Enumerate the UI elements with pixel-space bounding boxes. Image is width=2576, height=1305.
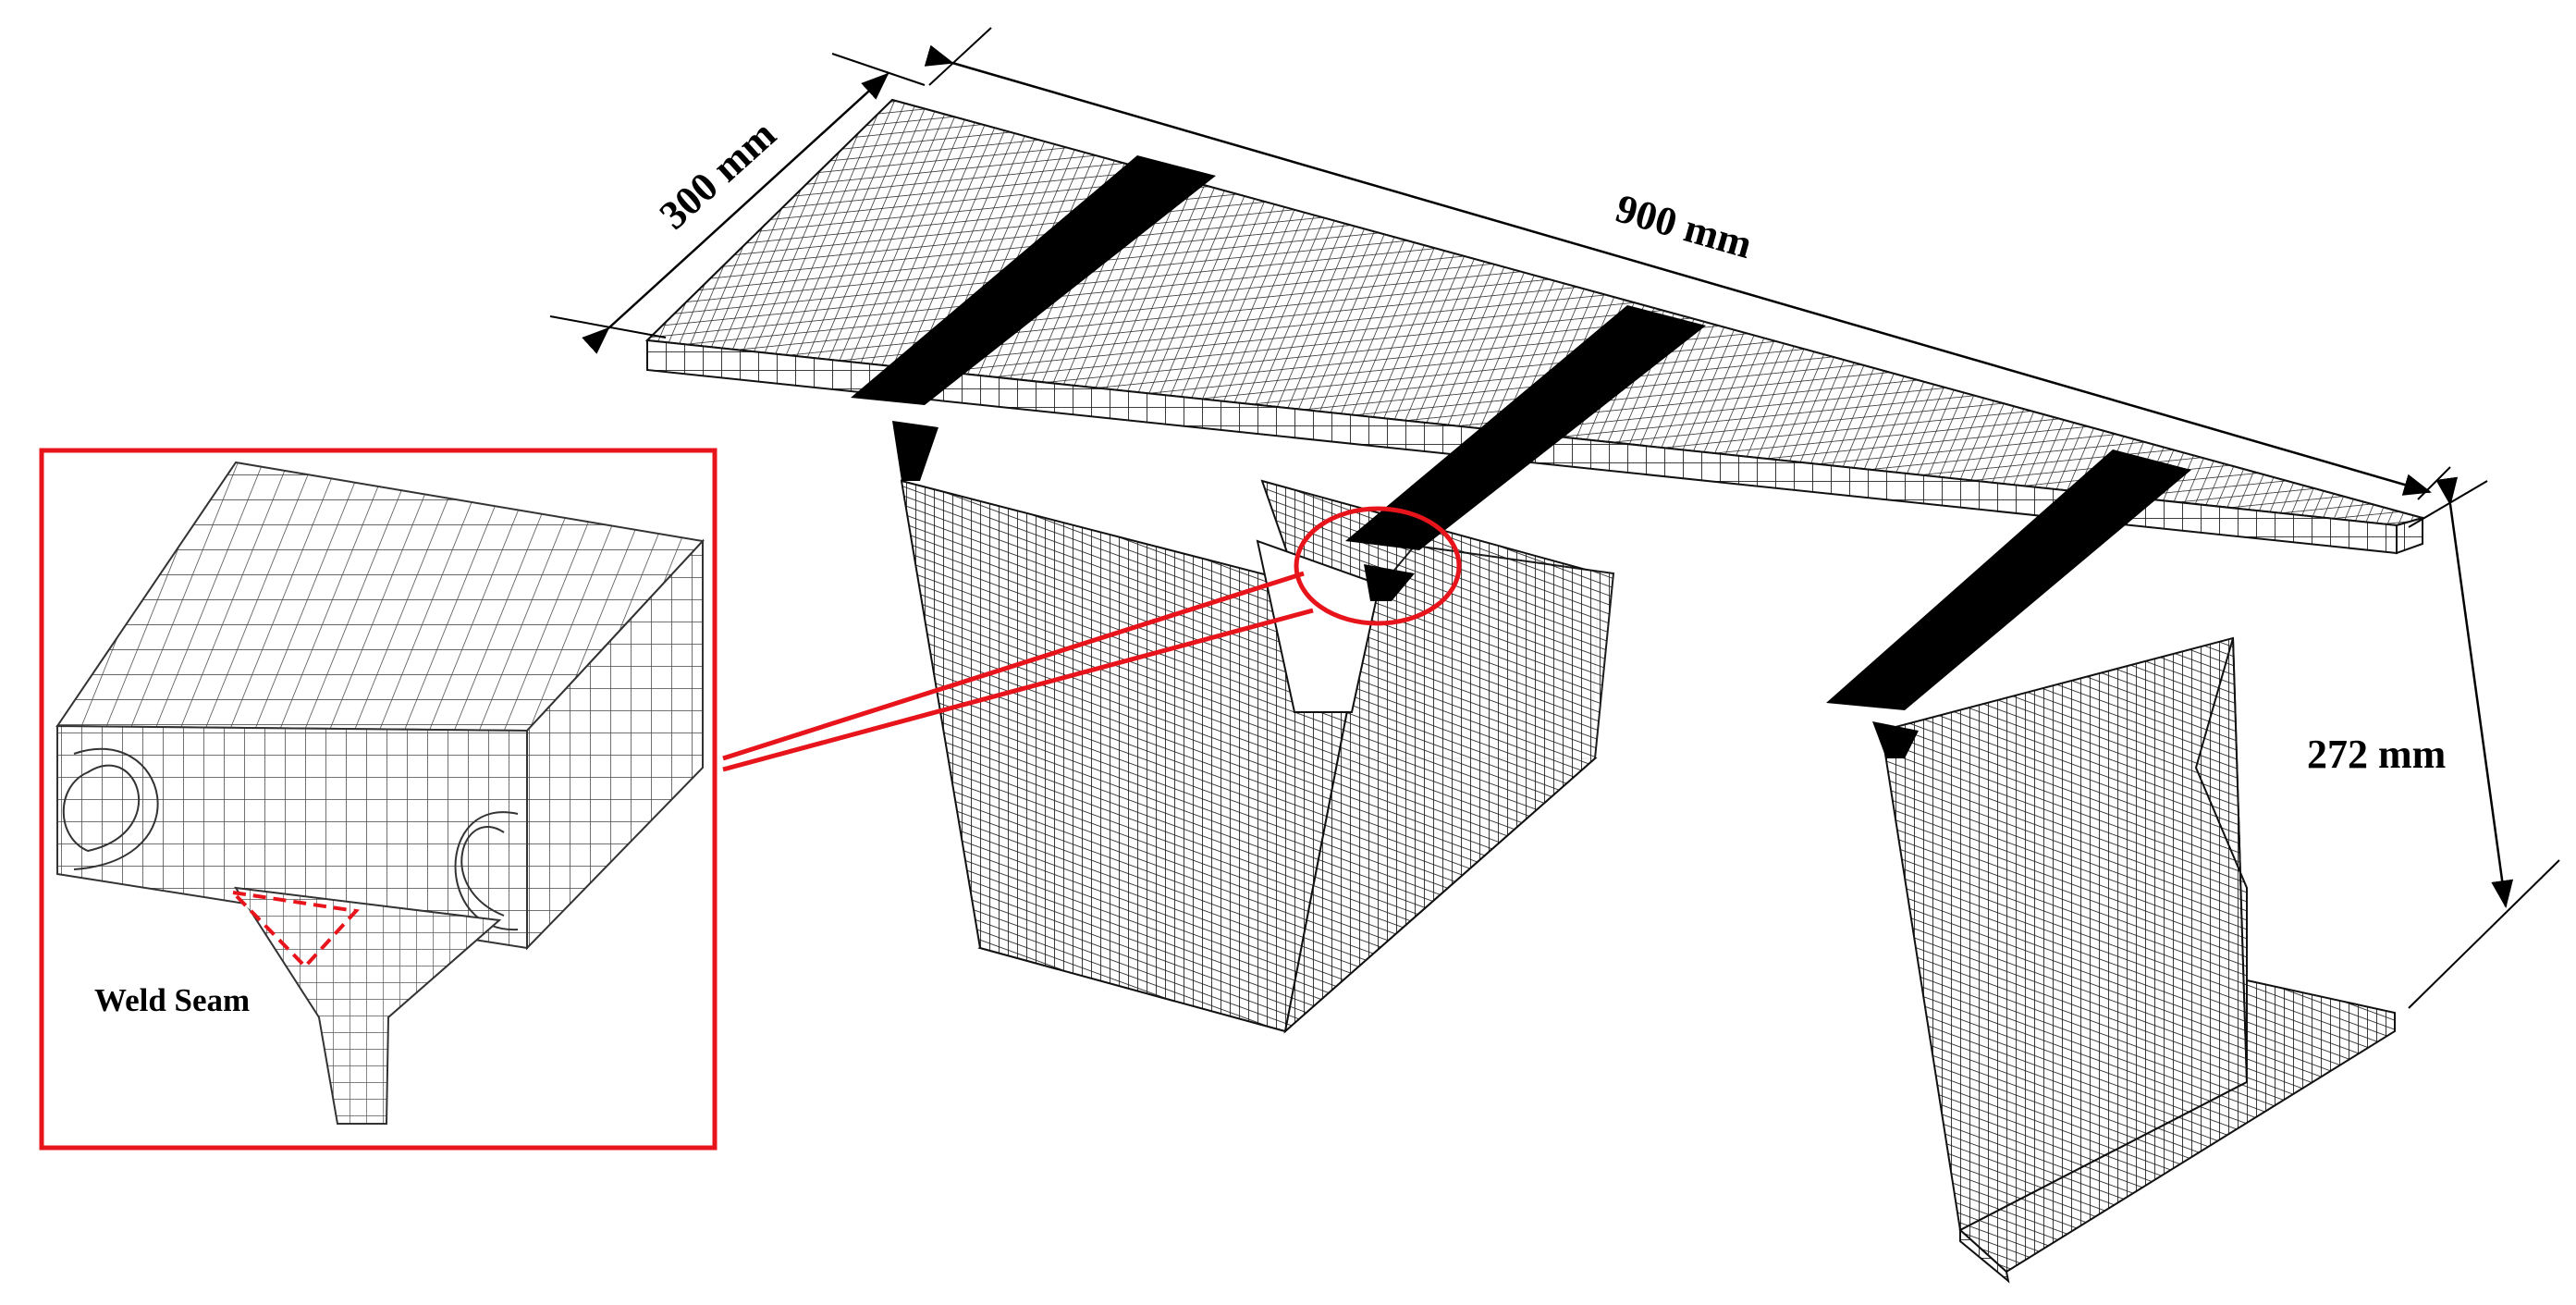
top-plate-end-edge bbox=[2396, 516, 2423, 555]
dim-width-label: 300 mm bbox=[651, 111, 784, 238]
dim-height-label: 272 mm bbox=[2307, 732, 2446, 777]
weld-seam-fillet bbox=[227, 890, 361, 969]
weld-root-2 bbox=[1364, 564, 1415, 601]
dim-length-ext-2 bbox=[2417, 466, 2451, 500]
weld-root-3 bbox=[1872, 721, 1919, 758]
dim-width-ext-2 bbox=[831, 53, 926, 86]
structure-webs bbox=[900, 479, 2396, 1284]
left-web-inner-face bbox=[1283, 544, 1615, 1034]
callout-line-lower bbox=[722, 608, 1314, 772]
inset-mesh-curve-left-2 bbox=[73, 747, 159, 870]
callout-line-upper bbox=[722, 571, 1305, 761]
right-web-upper bbox=[2194, 637, 2248, 1083]
dim-width-arrow bbox=[582, 72, 889, 354]
web-opening bbox=[1256, 539, 1381, 713]
weld-detail-inset: Weld Seam bbox=[39, 448, 718, 1151]
inset-side-face bbox=[526, 538, 704, 951]
detail-callout bbox=[722, 506, 1462, 772]
dim-length-arrow bbox=[924, 44, 2432, 496]
weld-seam-label: Weld Seam bbox=[94, 982, 250, 1018]
dim-height-arrow bbox=[2435, 476, 2514, 908]
dim-height-ext-1 bbox=[2408, 480, 2488, 528]
inset-mesh-curve-right bbox=[460, 826, 505, 917]
dim-length-label: 900 mm bbox=[1611, 186, 1757, 268]
dim-length-ext-1 bbox=[928, 27, 992, 86]
right-bottom-flange-edge bbox=[1959, 1227, 2010, 1284]
weld-root-1 bbox=[892, 421, 938, 481]
detail-circle bbox=[1294, 506, 1462, 626]
dim-height-ext-2 bbox=[2408, 859, 2560, 1009]
weld-band-3 bbox=[1826, 449, 2191, 710]
inset-mesh-curve-left bbox=[62, 764, 140, 853]
dim-width-ext-1 bbox=[549, 315, 667, 339]
